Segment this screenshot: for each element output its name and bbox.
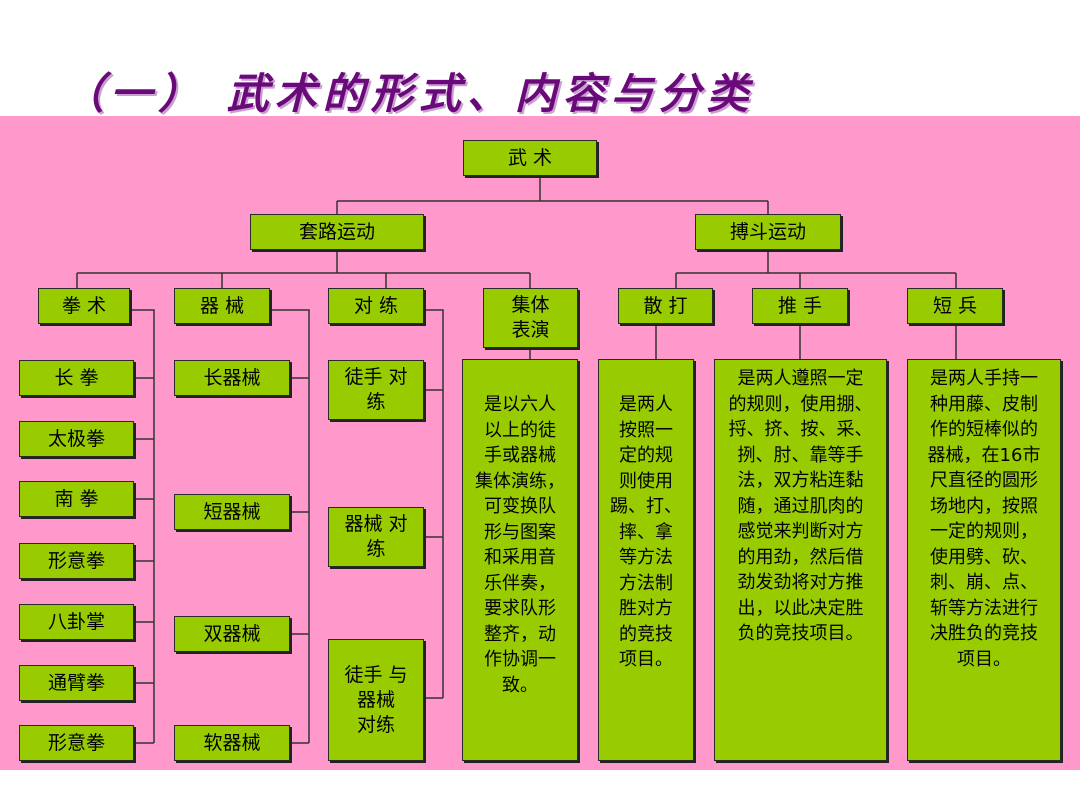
group-quanshu: 拳 术 bbox=[38, 288, 130, 324]
slide-title: （一） 武术的形式、内容与分类 bbox=[62, 69, 755, 118]
duilian-item: 器械 对 练 bbox=[328, 507, 424, 567]
link-qixie-items bbox=[270, 309, 310, 744]
diagram-panel: 武 术 套路运动 搏斗运动 拳 术 器 械 对 练 集体 表演 散 打 推 手 … bbox=[0, 116, 1080, 770]
qixie-item: 长器械 bbox=[174, 360, 290, 396]
group-jiti: 集体 表演 bbox=[483, 288, 578, 348]
duilian-item: 徒手 对 练 bbox=[328, 360, 424, 420]
qixie-item: 软器械 bbox=[174, 725, 290, 761]
group-tuishou: 推 手 bbox=[752, 288, 848, 324]
quanshu-item: 形意拳 bbox=[19, 543, 134, 579]
group-qixie: 器 械 bbox=[174, 288, 270, 324]
group-duanbing: 短 兵 bbox=[907, 288, 1003, 324]
link-bodou-groups bbox=[675, 250, 957, 288]
qixie-item: 短器械 bbox=[174, 494, 290, 530]
desc-jiti: 是以六人 以上的徒 手或器械 集体演练， 可变换队 形与图案 和采用音 乐伴奏，… bbox=[462, 359, 578, 761]
quanshu-item: 太极拳 bbox=[19, 421, 134, 457]
group-sanda: 散 打 bbox=[618, 288, 713, 324]
quanshu-item: 南 拳 bbox=[19, 481, 134, 517]
duilian-item: 徒手 与 器械 对练 bbox=[328, 639, 424, 761]
link-duilian-items bbox=[424, 309, 444, 699]
connector-lines bbox=[76, 176, 957, 744]
desc-sanda: 是两人 按照一 定的规 则使用 踢、打、 摔、拿 等方法 方法制 胜对方 的竞技… bbox=[598, 359, 694, 761]
desc-duanbing: 是两人手持一 种用藤、皮制 作的短棒似的 器械，在16市 尺直径的圆形 场地内，… bbox=[907, 359, 1061, 761]
quanshu-item: 形意拳 bbox=[19, 725, 134, 761]
root-box: 武 术 bbox=[463, 140, 597, 176]
group-duilian: 对 练 bbox=[328, 288, 424, 324]
desc-tuishou: 是两人遵照一定 的规则，使用掤、 捋、挤、按、采、 挒、肘、靠等手 法，双方粘连… bbox=[714, 359, 887, 761]
link-quanshu-items bbox=[130, 309, 155, 744]
quanshu-item: 长 拳 bbox=[19, 360, 134, 396]
branch-bodou: 搏斗运动 bbox=[695, 214, 841, 250]
qixie-item: 双器械 bbox=[174, 616, 290, 652]
link-root-branches bbox=[336, 176, 769, 214]
quanshu-item: 通臂拳 bbox=[19, 665, 134, 701]
quanshu-item: 八卦掌 bbox=[19, 604, 134, 640]
link-taolu-groups bbox=[76, 250, 531, 288]
branch-taolu: 套路运动 bbox=[250, 214, 424, 250]
